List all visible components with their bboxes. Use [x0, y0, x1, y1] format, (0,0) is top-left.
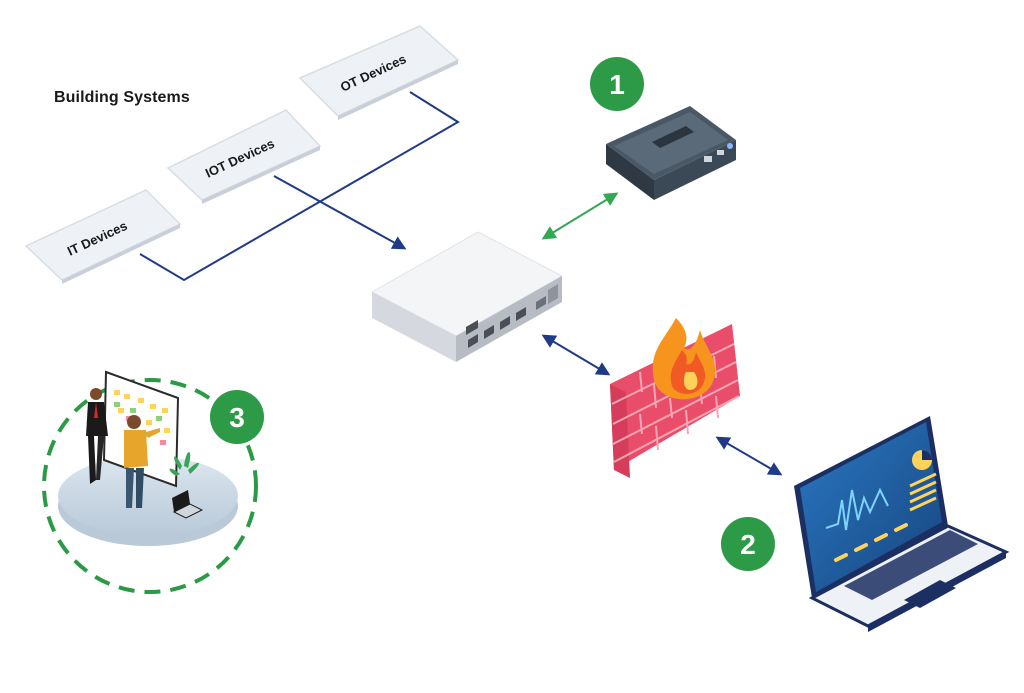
iot-devices-card: IOT Devices [166, 109, 322, 204]
badge-three-label: 3 [229, 402, 245, 433]
badge-two-label: 2 [740, 529, 756, 560]
team-collaboration [42, 370, 258, 594]
ot-devices-card: OT Devices [298, 25, 460, 120]
plant [169, 452, 199, 476]
device-wiring [139, 91, 460, 282]
firewall [610, 318, 740, 478]
badge-one-label: 1 [609, 69, 625, 100]
iot-to-switch-arrow [273, 175, 407, 250]
firewall-laptop-link [715, 436, 783, 476]
person-suit [86, 388, 108, 484]
diagram-title: Building Systems [54, 89, 190, 106]
switch-firewall-link [541, 334, 611, 376]
badge-three: 3 [210, 390, 264, 444]
switch-ports [466, 320, 478, 335]
person-casual [124, 415, 160, 508]
badge-one: 1 [590, 57, 644, 111]
network-switch [370, 231, 564, 362]
it-devices-card: IT Devices [24, 189, 182, 284]
small-laptop [172, 490, 204, 519]
flame-icon [652, 318, 716, 400]
edge-appliance [606, 106, 736, 200]
edge-switch-link [541, 192, 619, 240]
dashboard-charts [825, 450, 937, 562]
laptop-dashboard [794, 416, 1010, 632]
badge-two: 2 [721, 517, 775, 571]
